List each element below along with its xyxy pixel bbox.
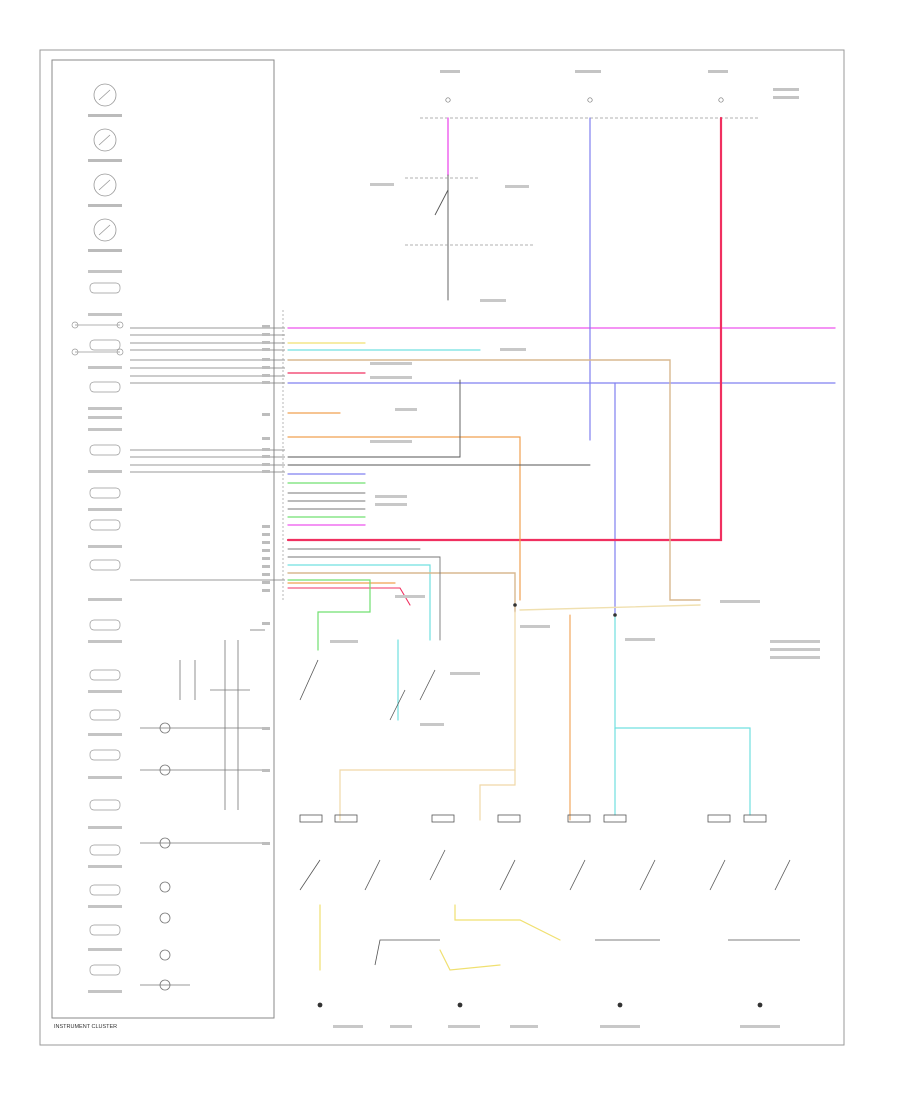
wire-red: [286, 116, 723, 542]
wire-yellow-3: [454, 904, 561, 941]
ground-icon: [617, 1002, 623, 1008]
component-labels: [330, 183, 820, 1028]
wire-tan-4: [339, 611, 516, 821]
gauge-icon: [93, 173, 117, 197]
lamp-icon: [89, 619, 121, 631]
lamp-icon: [89, 884, 121, 896]
pin-labels: [262, 325, 270, 845]
cluster-feed-lines: [130, 327, 285, 581]
lamp-icon: [89, 381, 121, 393]
ground-icon: [757, 1002, 763, 1008]
lamp-icon: [89, 282, 121, 294]
ground-points: [317, 603, 763, 1008]
wire-cyan-2: [287, 564, 431, 641]
lamp-icon: [89, 339, 121, 351]
splice-icon: [513, 603, 517, 607]
cluster-bulbs: [140, 629, 270, 991]
outer-frame: [39, 49, 845, 1046]
wire-tan-3: [519, 604, 701, 611]
lamp-icon: [89, 669, 121, 681]
lamp-icon: [89, 799, 121, 811]
lamp-icon: [89, 964, 121, 976]
ground-icon: [457, 1002, 463, 1008]
cluster-caption: INSTRUMENT CLUSTER: [54, 1024, 117, 1030]
wire-yellow-4: [439, 949, 501, 971]
indicator-lamps: [71, 282, 124, 976]
colored-wires: [286, 116, 836, 971]
lamp-icon: [89, 749, 121, 761]
gauge-labels: [88, 114, 122, 252]
lamp-icon: [89, 924, 121, 936]
wire-tan-2: [287, 572, 516, 613]
wire-cyan-4: [614, 614, 751, 816]
lamp-icon: [89, 519, 121, 531]
ground-icon: [317, 1002, 323, 1008]
gauge-icon: [93, 128, 117, 152]
splice-icon: [613, 613, 617, 617]
lamp-icon: [89, 559, 121, 571]
gauge-icon: [93, 83, 117, 107]
fuse-panel: [420, 70, 799, 119]
wire-orange: [287, 436, 521, 601]
ignition-switch: [434, 189, 449, 216]
wire-tan: [287, 359, 701, 601]
lamp-icon: [89, 487, 121, 499]
lamp-icon: [89, 444, 121, 456]
lamp-icon: [89, 709, 121, 721]
lamp-labels: [88, 270, 122, 993]
door-switches: [299, 659, 800, 966]
cluster-box: [51, 59, 275, 1019]
wire-green-3: [287, 579, 371, 651]
lamp-icon: [89, 844, 121, 856]
gauge-column: [93, 83, 117, 242]
wire-red-sensor: [287, 587, 411, 606]
wire-black: [287, 379, 461, 458]
wire-grey: [287, 556, 441, 641]
gauge-icon: [93, 218, 117, 242]
wire-tan-5: [479, 769, 516, 821]
